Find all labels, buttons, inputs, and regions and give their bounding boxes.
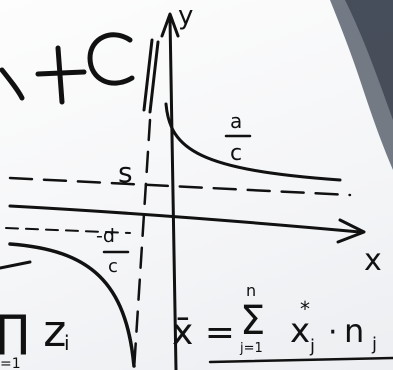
mean-lhs: x̄ =	[172, 312, 235, 353]
x-axis-label: x	[364, 243, 382, 278]
fraction-neg-den: c	[108, 256, 118, 277]
formula-fragment-stroke	[0, 67, 25, 101]
fraction-pos-num: a	[230, 109, 242, 133]
hyperbola-upper	[164, 102, 342, 182]
sum-left-sub: =1	[0, 356, 21, 370]
mean-lower: j=1	[239, 341, 263, 356]
mean-star: *	[300, 297, 310, 321]
fraction-pos-den: c	[230, 141, 242, 166]
mean-sum-sign: Σ	[240, 298, 265, 344]
y-axis	[168, 16, 178, 370]
mean-tail: n	[344, 312, 364, 350]
mean-body: x	[290, 311, 310, 351]
mean-upper: n	[246, 281, 256, 300]
mean-dot: ·	[328, 315, 338, 350]
sum-left-sub-i: i	[64, 331, 70, 355]
mean-body-sub: j	[309, 336, 315, 357]
hyperbola-lower	[8, 242, 136, 368]
asymptote-lower	[5, 227, 131, 234]
x-axis	[8, 204, 362, 234]
fraction-neg-num: -d	[96, 225, 115, 247]
letter-c	[87, 32, 135, 86]
mean-tail-sub: j	[371, 334, 377, 355]
label-s: s	[118, 156, 133, 189]
y-axis-label: y	[178, 1, 193, 31]
asymptote-upper	[8, 176, 352, 197]
mean-underline	[208, 356, 393, 364]
sum-left: ∏ z	[0, 306, 66, 357]
asymptote-vertical	[132, 118, 152, 370]
plus-horizontal	[35, 69, 87, 77]
